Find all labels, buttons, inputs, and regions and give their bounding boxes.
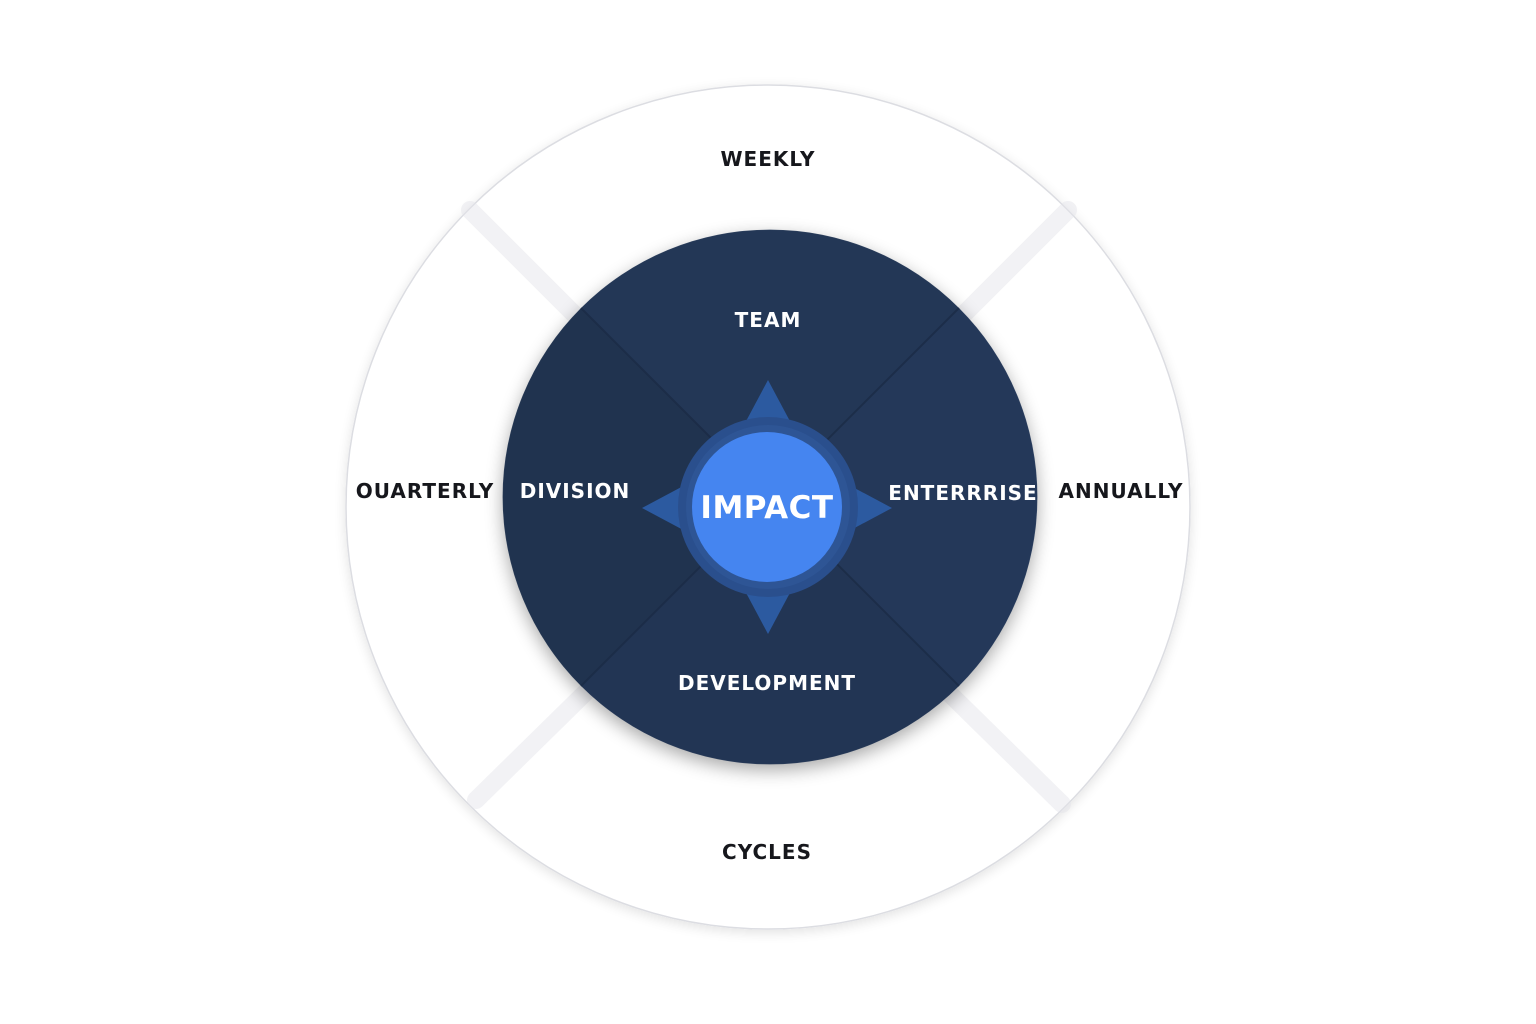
inner-quadrant-bottom: [581, 497, 959, 765]
outer-label-left: OUARTERLY: [356, 479, 494, 503]
outer-ring-seams: [461, 201, 1077, 813]
center-circle: [692, 432, 842, 582]
inner-ring: [502, 229, 1038, 765]
outer-label-right: ANNUALLY: [1059, 479, 1184, 503]
seam-bottom-right: [941, 685, 1071, 813]
inner-label-bottom: DEVELOPMENT: [678, 671, 856, 695]
seam-bottom-left: [467, 681, 597, 809]
center-label: IMPACT: [700, 490, 833, 526]
inner-ring-labels: TEAM DIVISION ENTERRRISE DEVELOPMENT: [520, 308, 1037, 695]
inner-quadrant-left: [502, 308, 770, 686]
outer-label-top: WEEKLY: [721, 147, 816, 171]
inner-label-top: TEAM: [735, 308, 802, 332]
inner-quadrant-right: [770, 308, 1038, 686]
seam-top-left: [461, 201, 587, 327]
inner-label-right: ENTERRRISE: [888, 481, 1037, 505]
outer-ring-labels: WEEKLY OUARTERLY ANNUALLY CYCLES: [356, 147, 1184, 864]
center-node: IMPACT: [692, 432, 842, 582]
inner-label-left: DIVISION: [520, 479, 631, 503]
outer-label-bottom: CYCLES: [722, 840, 812, 864]
inner-quadrant-top: [581, 229, 959, 497]
seam-top-right: [951, 201, 1077, 327]
